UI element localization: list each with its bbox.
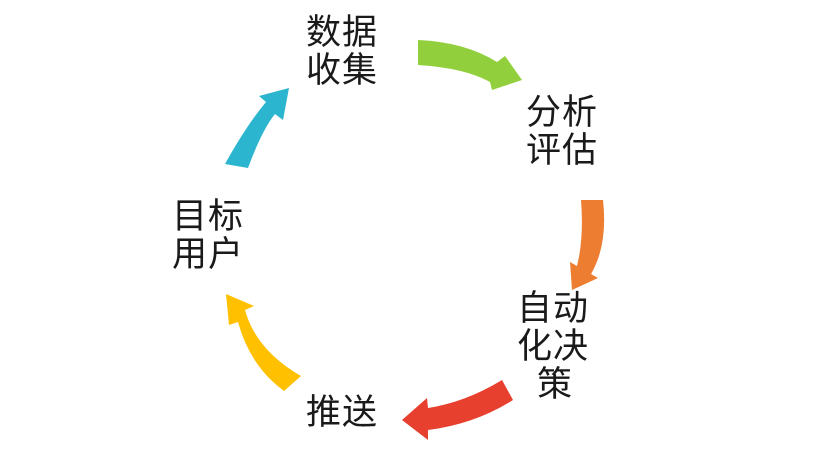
node-label-target-users: 目标 用户 bbox=[172, 197, 245, 275]
node-label-auto-decision-tail: 策 bbox=[537, 365, 574, 405]
node-label-data-collection: 数据 收集 bbox=[306, 13, 379, 91]
arrow-analyze-to-decide bbox=[570, 200, 605, 290]
arrow-collect-to-analyze bbox=[418, 40, 522, 90]
node-label-push: 推送 bbox=[306, 393, 379, 433]
arrow-push-to-target bbox=[226, 294, 301, 391]
node-label-auto-decision-main: 自动 化决 bbox=[517, 289, 590, 367]
node-label-auto-decision: 自动 化决策 bbox=[517, 290, 589, 404]
arrow-target-to-collect bbox=[225, 88, 289, 168]
arrow-decide-to-push bbox=[402, 380, 513, 440]
node-label-analysis: 分析 评估 bbox=[526, 93, 599, 171]
